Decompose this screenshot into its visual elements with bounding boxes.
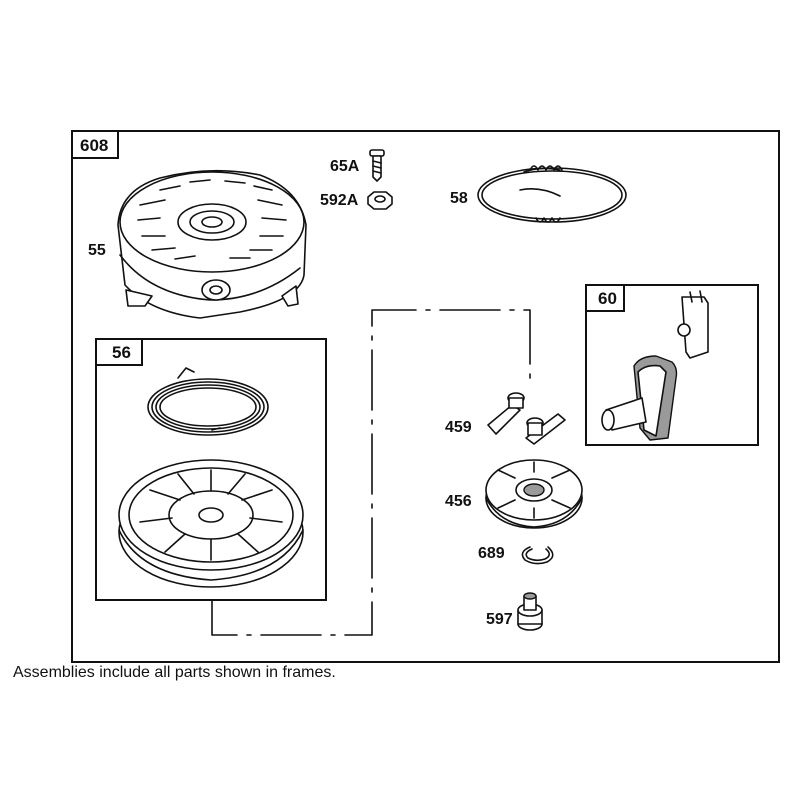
pawls-459: 459 — [445, 392, 566, 445]
assemblies-footnote: Assemblies include all parts shown in fr… — [13, 664, 336, 681]
label-65a: 65A — [330, 158, 360, 175]
frame-56-label: 56 — [112, 343, 131, 362]
frame-60-label: 60 — [598, 289, 617, 308]
frame-608-label: 608 — [80, 136, 108, 155]
label-592a: 592A — [320, 192, 359, 209]
connector-lines — [211, 309, 531, 636]
screw-65a: 65A — [330, 149, 385, 182]
ring-689: 689 — [478, 545, 554, 565]
bolt-597: 597 — [486, 592, 543, 631]
nut-592a: 592A — [320, 191, 393, 210]
label-55: 55 — [88, 242, 106, 259]
frame-56: 56 — [95, 338, 327, 601]
label-58: 58 — [450, 190, 468, 207]
frame-608: 608 — [71, 130, 780, 663]
frame-60: 60 — [585, 284, 759, 446]
starter-housing-55: 55 — [88, 169, 307, 319]
label-597: 597 — [486, 611, 513, 628]
label-459: 459 — [445, 419, 472, 436]
label-689: 689 — [478, 545, 505, 562]
label-456: 456 — [445, 493, 472, 510]
retainer-456: 456 — [445, 459, 583, 529]
rope-58: 58 — [450, 165, 627, 223]
